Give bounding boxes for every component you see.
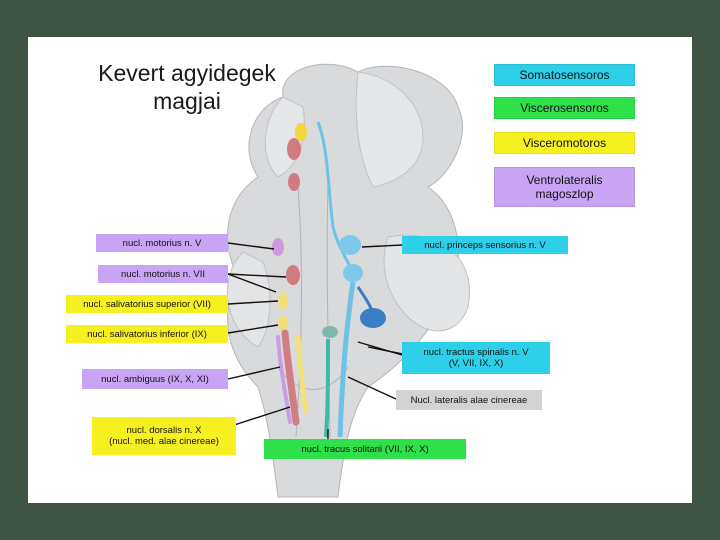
label-tractus-spinalis-line-2: (V, VII, IX, X)	[448, 358, 504, 369]
title-line-2: magjai	[153, 88, 221, 114]
slide: Kevert agyidegek magjai Somatosensoros V…	[28, 37, 692, 503]
legend-ventrolateral: Ventrolateralis magoszlop	[494, 167, 635, 207]
label-princeps: nucl. princeps sensorius n. V	[402, 236, 568, 254]
label-ambiguus: nucl. ambiguus (IX, X, XI)	[82, 369, 228, 389]
label-motorius-v: nucl. motorius n. V	[96, 234, 228, 252]
label-salivatorius-inferior-text: nucl. salivatorius inferior (IX)	[87, 328, 207, 340]
label-ambiguus-text: nucl. ambiguus (IX, X, XI)	[101, 373, 209, 385]
legend-viscerosensory-label: Viscerosensoros	[520, 101, 609, 115]
legend-viscerosensory: Viscerosensoros	[494, 97, 635, 119]
label-salivatorius-superior: nucl. salivatorius superior (VII)	[66, 295, 228, 313]
legend-visceromotor: Visceromotoros	[494, 132, 635, 154]
label-lateralis: Nucl. lateralis alae cinereae	[396, 390, 542, 410]
leader-lines	[227, 242, 409, 447]
label-salivatorius-superior-text: nucl. salivatorius superior (VII)	[83, 298, 211, 310]
label-tractus-spinalis: nucl. tractus spinalis n. V (V, VII, IX,…	[402, 342, 550, 374]
brainstem-illustration	[226, 63, 470, 498]
label-tractus-spinalis-line-1: nucl. tractus spinalis n. V	[423, 347, 529, 358]
label-dorsalis-line-1: nucl. dorsalis n. X	[126, 425, 202, 436]
label-solitarii: nucl. tracus solitarii (VII, IX, X)	[264, 439, 466, 459]
label-dorsalis-line-2: (nucl. med. alae cinereae)	[109, 436, 219, 447]
label-salivatorius-inferior: nucl. salivatorius inferior (IX)	[66, 325, 228, 343]
label-princeps-text: nucl. princeps sensorius n. V	[424, 239, 546, 251]
legend-ventrolateral-line-1: Ventrolateralis	[526, 173, 603, 187]
legend-somatosensory-label: Somatosensoros	[519, 68, 610, 82]
legend-somatosensory: Somatosensoros	[494, 64, 635, 86]
legend-ventrolateral-line-2: magoszlop	[535, 187, 594, 201]
title: Kevert agyidegek magjai	[84, 59, 290, 115]
nuclei	[272, 121, 386, 438]
title-line-1: Kevert agyidegek	[98, 60, 276, 86]
label-solitarii-text: nucl. tracus solitarii (VII, IX, X)	[301, 443, 429, 455]
label-motorius-v-text: nucl. motorius n. V	[122, 237, 202, 249]
label-dorsalis: nucl. dorsalis n. X (nucl. med. alae cin…	[92, 417, 236, 455]
label-motorius-vii-text: nucl. motorius n. VII	[121, 268, 205, 280]
legend-visceromotor-label: Visceromotoros	[522, 136, 607, 150]
label-lateralis-text: Nucl. lateralis alae cinereae	[410, 394, 528, 406]
label-motorius-vii: nucl. motorius n. VII	[98, 265, 228, 283]
